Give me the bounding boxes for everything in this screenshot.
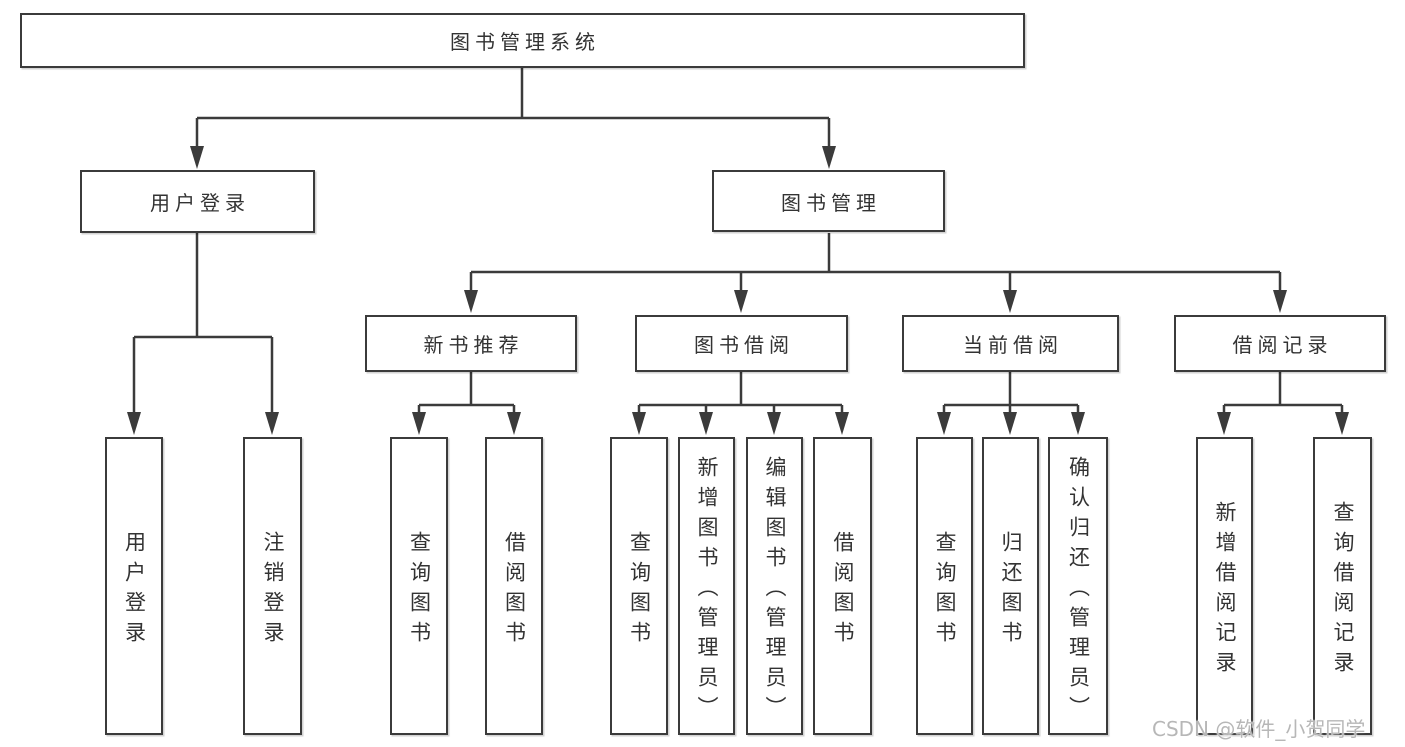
node-book-management-label: 图书管理 <box>781 190 881 215</box>
leaf-current-query-books-label: 查询图书 <box>933 530 957 651</box>
node-book-borrowing-label: 图书借阅 <box>694 333 794 357</box>
node-book-borrowing: 图书借阅 <box>635 315 848 372</box>
arrow-icon <box>1003 412 1017 435</box>
arrowheads <box>127 146 1349 435</box>
leaf-logout-label: 注销登录 <box>261 530 285 651</box>
leaf-borrowing-borrow-books: 借阅图书 <box>813 437 872 735</box>
arrow-icon <box>632 412 646 435</box>
arrow-icon <box>1217 412 1231 435</box>
arrow-icon <box>507 412 521 435</box>
node-borrowing-records: 借阅记录 <box>1174 315 1386 372</box>
arrow-icon <box>464 290 478 313</box>
leaf-borrowing-edit-books-label: 编辑图书（管理员） <box>763 455 787 726</box>
arrow-icon <box>1003 290 1017 313</box>
node-borrowing-records-label: 借阅记录 <box>1232 333 1333 357</box>
arrow-icon <box>1335 412 1349 435</box>
arrow-icon <box>835 412 849 435</box>
leaf-logout: 注销登录 <box>243 437 302 735</box>
leaf-borrowing-add-books: 新增图书（管理员） <box>678 437 735 735</box>
node-root-label: 图书管理系统 <box>450 30 600 54</box>
leaf-borrowing-borrow-books-label: 借阅图书 <box>831 530 855 651</box>
arrow-icon <box>767 412 781 435</box>
leaf-borrowing-add-books-label: 新增图书（管理员） <box>695 455 719 726</box>
leaf-current-query-books: 查询图书 <box>916 437 973 735</box>
arrow-icon <box>412 412 426 435</box>
leaf-recommend-query-books-label: 查询图书 <box>407 530 432 651</box>
node-new-book-recommend: 新书推荐 <box>365 315 577 372</box>
leaf-current-confirm-return-label: 确认归还（管理员） <box>1066 455 1091 726</box>
arrow-icon <box>699 412 713 435</box>
node-book-management: 图书管理 <box>712 170 945 232</box>
arrow-icon <box>1273 290 1287 313</box>
leaf-records-add-record-label: 新增借阅记录 <box>1213 500 1237 681</box>
csdn-watermark: CSDN @软件_小贺同学 <box>1152 717 1366 741</box>
leaf-borrowing-query-books: 查询图书 <box>610 437 668 735</box>
node-new-book-recommend-label: 新书推荐 <box>423 333 524 357</box>
leaf-user-login: 用户登录 <box>105 437 163 735</box>
arrow-icon <box>265 412 279 435</box>
arrow-icon <box>1071 412 1085 435</box>
node-current-borrowing: 当前借阅 <box>902 315 1119 372</box>
node-user-login: 用户登录 <box>80 170 315 233</box>
leaf-user-login-label: 用户登录 <box>122 530 147 651</box>
arrow-icon <box>734 290 748 313</box>
arrow-icon <box>937 412 951 435</box>
leaf-recommend-borrow-books-label: 借阅图书 <box>502 530 527 651</box>
leaf-records-query-record-label: 查询借阅记录 <box>1331 500 1355 681</box>
leaf-records-query-record: 查询借阅记录 <box>1313 437 1372 735</box>
leaf-borrowing-query-books-label: 查询图书 <box>627 530 652 651</box>
node-user-login-label: 用户登录 <box>150 191 250 215</box>
node-current-borrowing-label: 当前借阅 <box>963 333 1063 357</box>
node-root: 图书管理系统 <box>20 13 1025 68</box>
arrow-icon <box>127 412 141 435</box>
leaf-recommend-borrow-books: 借阅图书 <box>485 437 543 735</box>
arrow-icon <box>822 146 836 169</box>
leaf-recommend-query-books: 查询图书 <box>390 437 448 735</box>
leaf-records-add-record: 新增借阅记录 <box>1196 437 1253 735</box>
leaf-current-return-books-label: 归还图书 <box>999 530 1023 651</box>
leaf-current-return-books: 归还图书 <box>982 437 1039 735</box>
leaf-borrowing-edit-books: 编辑图书（管理员） <box>746 437 803 735</box>
leaf-current-confirm-return: 确认归还（管理员） <box>1048 437 1108 735</box>
arrow-icon <box>190 146 204 169</box>
